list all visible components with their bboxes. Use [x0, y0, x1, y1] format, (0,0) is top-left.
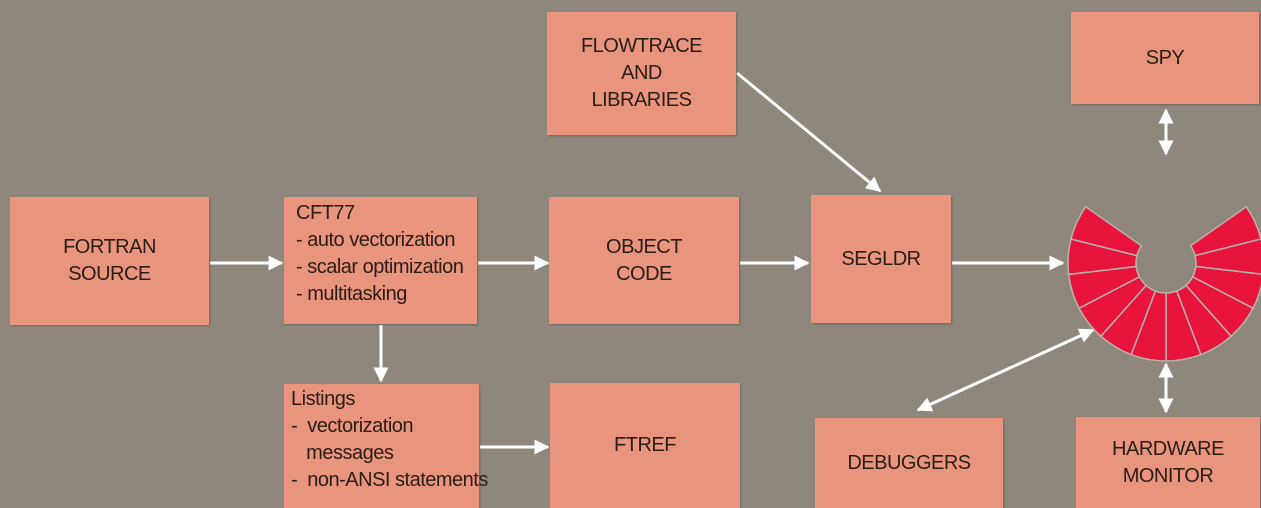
spy-box: SPY [1071, 12, 1259, 104]
listings-item: - non-ANSI statements [291, 469, 488, 491]
fortran-source-label: FORTRAN SOURCE [63, 236, 156, 285]
fortran-source-box: FORTRAN SOURCE [10, 197, 209, 325]
object-code-label: OBJECT CODE [606, 235, 682, 285]
listings-title: Listings [291, 388, 355, 410]
arrow-flowtrace-to-segldr [736, 71, 882, 193]
hardware-monitor-box: HARDWARE MONITOR [1076, 417, 1260, 508]
debuggers-box: DEBUGGERS [815, 418, 1003, 508]
cray-c-logo-icon [1067, 205, 1261, 362]
listings-item: - vectorization [291, 415, 414, 437]
flowtrace-libraries-label: FLOWTRACE AND LIBRARIES [580, 35, 703, 111]
arrow-debuggers-computer-bidirectional [916, 328, 1095, 412]
ftref-label: FTREF [614, 434, 676, 456]
object-code-box: OBJECT CODE [549, 197, 739, 324]
cft77-title: CFT77 [296, 202, 355, 224]
segldr-label: SEGLDR [841, 247, 921, 270]
flowtrace-libraries-box: FLOWTRACE AND LIBRARIES [547, 12, 736, 135]
cft77-item: - auto vectorization [296, 229, 455, 251]
debuggers-label: DEBUGGERS [847, 451, 971, 474]
hardware-monitor-label: HARDWARE MONITOR [1112, 437, 1224, 487]
spy-label: SPY [1145, 46, 1185, 69]
logo-segment [1070, 205, 1143, 257]
cft77-box: CFT77 - auto vectorization - scalar opti… [284, 197, 477, 324]
ftref-box: FTREF [550, 383, 740, 508]
cft77-item: - scalar optimization [296, 256, 464, 278]
cft77-item: - multitasking [296, 283, 407, 305]
segldr-box: SEGLDR [811, 195, 951, 323]
listings-box: Listings - vectorization messages - non-… [284, 384, 488, 508]
listings-item: messages [291, 442, 394, 464]
